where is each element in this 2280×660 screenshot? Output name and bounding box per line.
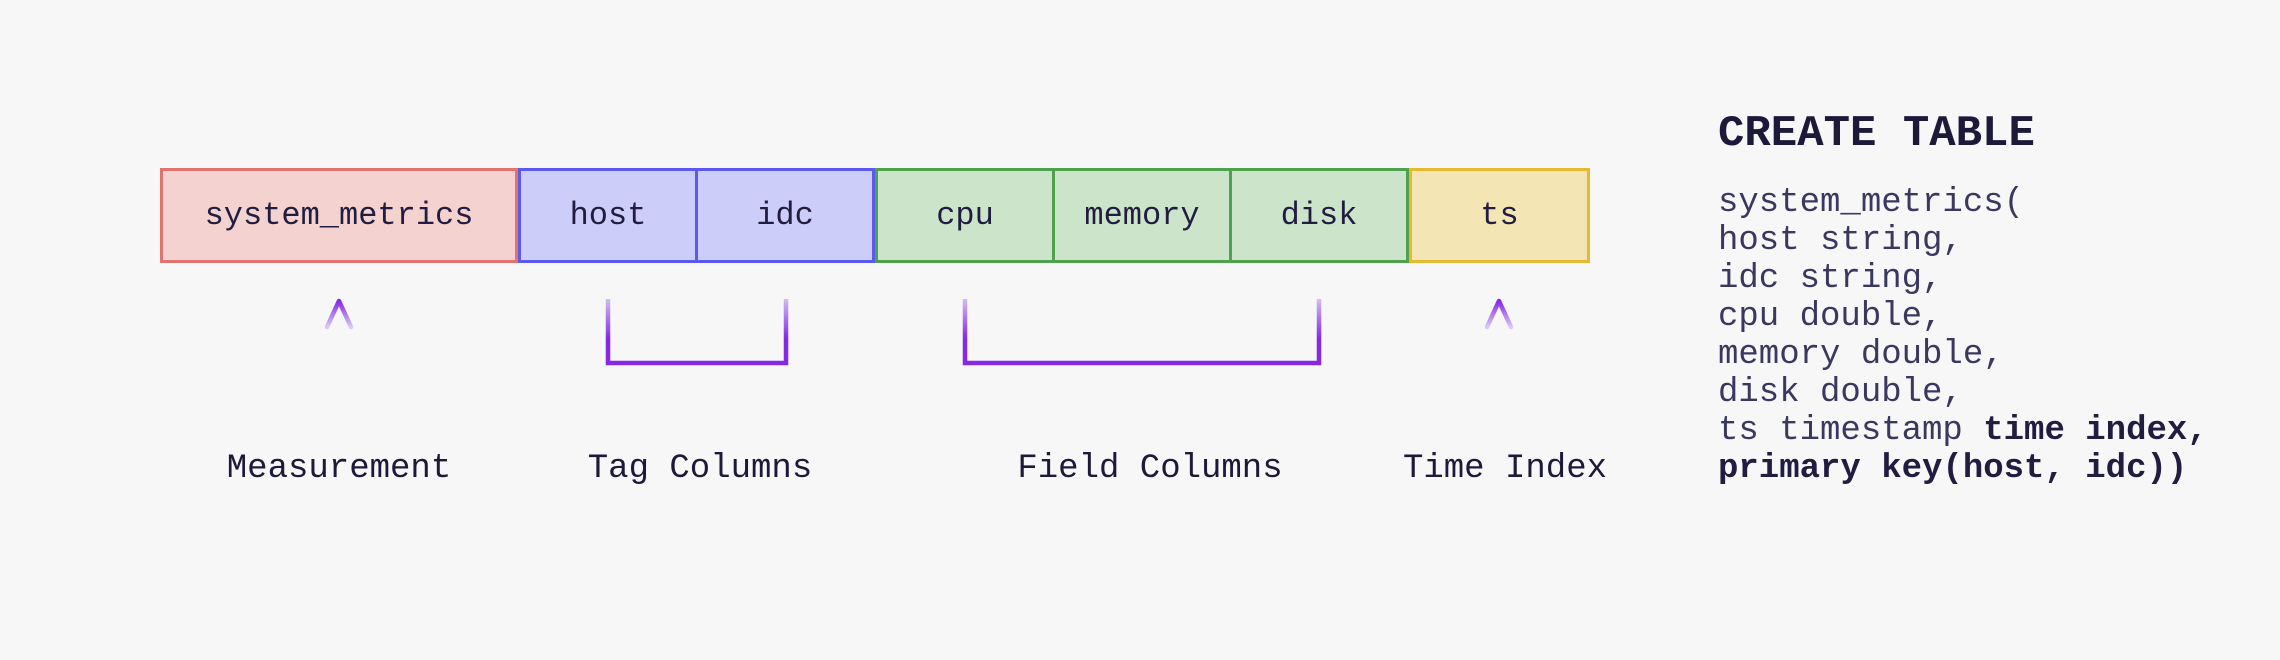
box-memory: memory	[1052, 168, 1232, 263]
sql-code-line: primary key(host, idc))	[1718, 450, 2188, 488]
box-label: disk	[1280, 197, 1358, 234]
field-columns-bracket-icon	[962, 299, 1322, 416]
box-label: system_metrics	[204, 197, 474, 234]
box-disk: disk	[1229, 168, 1409, 263]
label-time-index: Time Index	[1402, 450, 1608, 488]
label-measurement: Measurement	[226, 450, 452, 488]
box-label: host	[569, 197, 647, 234]
measurement-arrow-icon	[324, 298, 354, 416]
label-field-columns: Field Columns	[1017, 450, 1283, 488]
sql-code-block: CREATE TABLE system_metrics( host string…	[1718, 108, 2208, 488]
label-tag-columns: Tag Columns	[587, 450, 813, 488]
box-system-metrics: system_metrics	[160, 168, 518, 263]
box-label: cpu	[936, 197, 994, 234]
time-index-arrow-icon	[1484, 298, 1514, 416]
sql-code-line: system_metrics(	[1718, 184, 2025, 222]
box-ts: ts	[1409, 168, 1590, 263]
box-label: ts	[1480, 197, 1519, 234]
sql-code-line: host string,	[1718, 222, 1963, 260]
sql-code-line: cpu double,	[1718, 298, 1943, 336]
sql-code-line: memory double,	[1718, 336, 2004, 374]
box-label: idc	[756, 197, 814, 234]
sql-title: CREATE TABLE	[1718, 109, 2035, 159]
box-label: memory	[1084, 197, 1200, 234]
box-cpu: cpu	[875, 168, 1055, 263]
sql-code-line: idc string,	[1718, 260, 1943, 298]
sql-code-line: disk double,	[1718, 374, 1963, 412]
box-host: host	[518, 168, 698, 263]
column-box-row: system_metrics host idc cpu memory disk …	[160, 168, 1590, 263]
box-idc: idc	[695, 168, 875, 263]
sql-code-line: ts timestamp time index,	[1718, 412, 2208, 450]
tag-columns-bracket-icon	[605, 299, 789, 416]
